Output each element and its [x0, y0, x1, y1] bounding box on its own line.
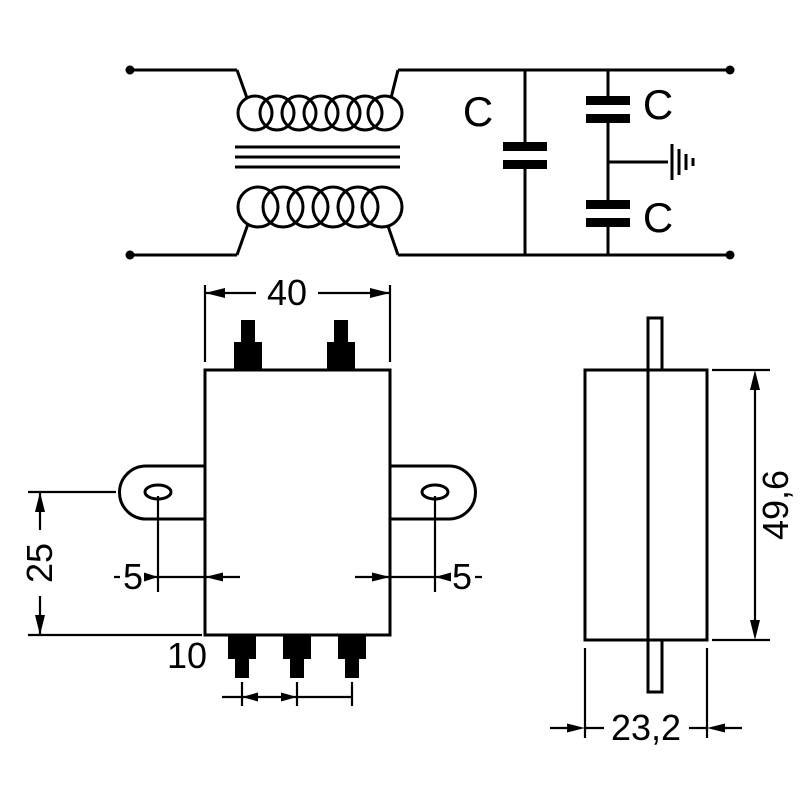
- choke-top-winding: [235, 69, 404, 132]
- arrowhead-up: [750, 370, 760, 390]
- pin-top-1-base: [234, 342, 262, 370]
- pin-top-2-tip: [334, 320, 348, 344]
- capacitor-plate: [586, 200, 630, 209]
- capacitor-plate: [586, 114, 630, 123]
- dimension-side-height: 49,6: [712, 368, 796, 642]
- terminal-top-right: [725, 65, 735, 75]
- top-pins: [234, 320, 355, 370]
- arrowhead-right: [144, 572, 158, 582]
- choke-core-lines: [235, 145, 400, 169]
- arrowhead-right: [370, 288, 390, 298]
- pin-top-1-tip: [241, 320, 255, 344]
- dimension-height-25: 25: [19, 490, 202, 637]
- terminal-bottom-right: [725, 250, 735, 260]
- capacitor-plate: [503, 142, 547, 151]
- choke-bottom-winding: [235, 185, 404, 256]
- arrowhead-down: [750, 620, 760, 640]
- capacitor-plate: [503, 160, 547, 169]
- pin-bottom-1-tip: [235, 659, 249, 678]
- dimension-label-40: 40: [267, 272, 307, 313]
- dimension-label-5-right: 5: [452, 556, 472, 597]
- terminal-bottom-left: [125, 250, 135, 260]
- pin-bottom-2-tip: [290, 659, 304, 678]
- capacitor-plate: [586, 96, 630, 105]
- terminal-top-left: [125, 65, 135, 75]
- capacitor-label-mid: C: [463, 88, 493, 135]
- pin-top-2-base: [327, 342, 355, 370]
- arrowhead-left: [205, 288, 225, 298]
- bottom-pins: [228, 635, 366, 678]
- arrowhead-right: [372, 572, 390, 582]
- dimension-hole-offset-left-5: 5: [114, 496, 240, 597]
- arrowhead-left: [205, 572, 223, 582]
- component-body-top-view: [203, 368, 392, 637]
- pin-bottom-1-base: [228, 635, 256, 659]
- side-pin-top: [646, 316, 664, 372]
- pin-bottom-3-tip: [345, 659, 359, 678]
- dimension-width-40: 40: [203, 272, 392, 362]
- dimension-hole-offset-right-5: 5: [355, 496, 482, 597]
- circuit-schematic: C C C: [125, 65, 735, 260]
- pin-bottom-3-base: [338, 635, 366, 659]
- mechanical-top-view: [118, 320, 477, 678]
- arrowhead-left: [707, 723, 725, 733]
- arrowhead-right: [567, 723, 585, 733]
- arrowhead-down: [35, 615, 45, 635]
- dimension-label-23-2: 23,2: [611, 707, 681, 748]
- dimension-label-49-6: 49,6: [755, 470, 796, 540]
- capacitor-mid: [503, 70, 547, 255]
- arrowhead-left: [242, 692, 258, 702]
- terminal-dots: [125, 65, 735, 260]
- dimension-label-10: 10: [167, 635, 207, 676]
- arrowhead-left: [435, 572, 451, 582]
- pin-bottom-2-base: [283, 635, 311, 659]
- mechanical-side-view: [583, 316, 709, 694]
- arrowhead-right: [281, 692, 297, 702]
- capacitor-label-bottom-right: C: [643, 194, 673, 241]
- schematic-wires: [130, 68, 730, 257]
- capacitor-plate: [586, 218, 630, 227]
- ground-symbol: [608, 144, 695, 180]
- side-pin-bottom: [646, 638, 664, 694]
- dimension-pin-pitch-10: 10: [167, 635, 354, 706]
- capacitor-label-top-right: C: [643, 81, 673, 128]
- dimension-label-5-left: 5: [123, 556, 143, 597]
- component-body-side-view: [583, 368, 709, 642]
- dimension-label-25: 25: [19, 543, 60, 583]
- dimension-side-depth: 23,2: [550, 648, 742, 748]
- arrowhead-up: [35, 492, 45, 512]
